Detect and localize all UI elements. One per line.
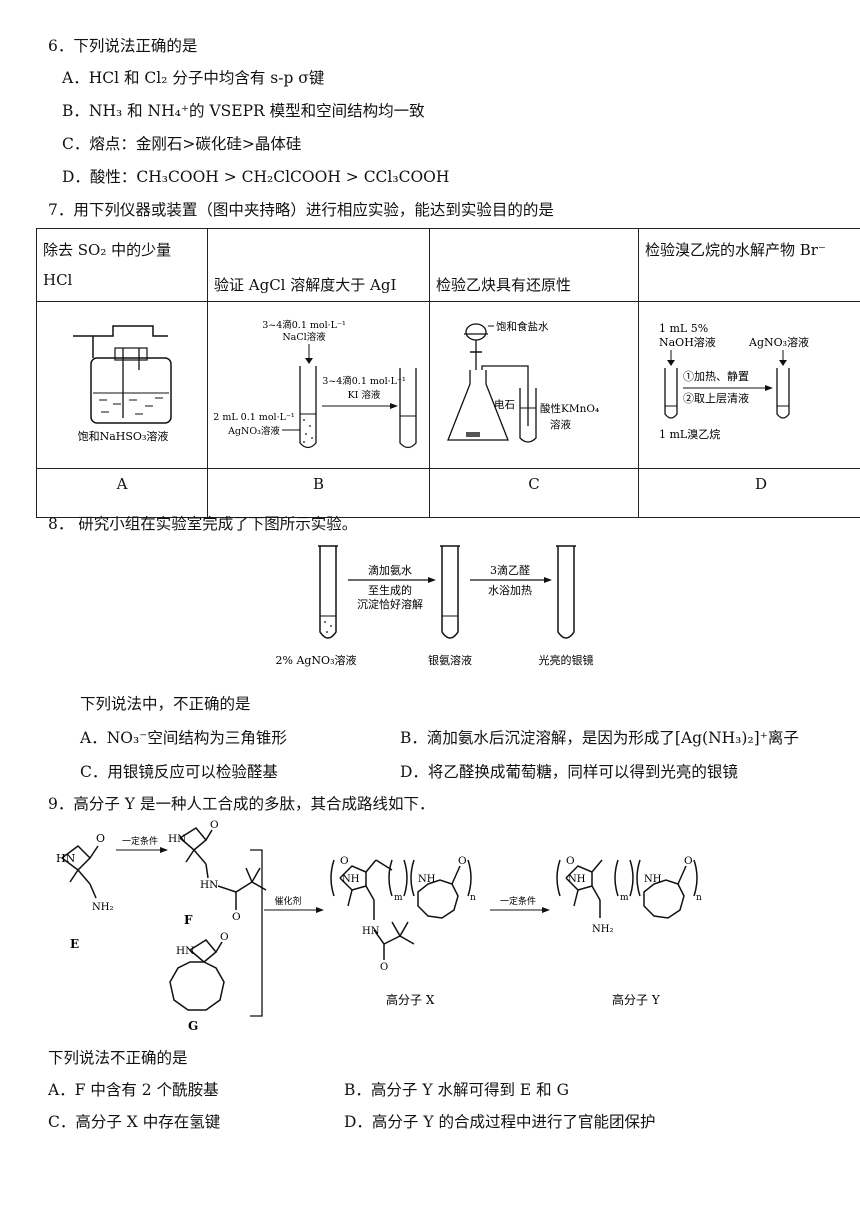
experiment-table: 除去 SO₂ 中的少量 HCl 验证 AgCl 溶解度大于 AgI 检验乙炔具有… xyxy=(36,228,860,518)
label-b-1: 3~4滴0.1 mol·L⁻¹ xyxy=(262,319,346,331)
arrow2-line1: 3滴乙醛 xyxy=(490,563,530,577)
svg-text:n: n xyxy=(470,893,476,903)
q6-option-a: A．HCl 和 Cl₂ 分子中均含有 s-p σ键 xyxy=(62,69,325,87)
apparatus-a: 饱和NaHSO₃溶液 xyxy=(36,301,208,469)
q6-option-b: B．NH₃ 和 NH₄⁺的 VSEPR 模型和空间结构均一致 xyxy=(62,102,425,120)
label-d-5: ②取上层清液 xyxy=(683,391,749,405)
q9-option-c: C．高分子 X 中存在氢键 xyxy=(48,1113,221,1131)
label-b-5: 2 mL 0.1 mol·L⁻¹ xyxy=(214,412,295,423)
label-b-6: AgNO₃溶液 xyxy=(227,425,280,437)
arrow-q9-1: 一定条件 xyxy=(122,835,158,847)
q8-stem: 8． 研究小组在实验室完成了下图所示实验。 xyxy=(48,515,358,533)
silver-mirror-diagram: 滴加氨水 至生成的 沉淀恰好溶解 3滴乙醛 水浴加热 2% AgNO₃溶液 银氨… xyxy=(276,545,594,667)
compound-e: E xyxy=(70,937,79,951)
col-d-title: 检验溴乙烷的水解产物 Br⁻ xyxy=(638,228,860,302)
q8-option-a: A．NO₃⁻空间结构为三角锥形 xyxy=(80,729,287,747)
svg-text:O: O xyxy=(232,911,241,923)
compound-g: G xyxy=(188,1019,198,1033)
arrow1-line1: 滴加氨水 xyxy=(368,563,412,577)
label-a: 饱和NaHSO₃溶液 xyxy=(78,429,169,443)
svg-text:NH₂: NH₂ xyxy=(92,902,113,913)
tube3-label: 光亮的银镜 xyxy=(539,653,594,667)
svg-text:HN: HN xyxy=(362,926,380,937)
label-c-3: 酸性KMnO₄ xyxy=(540,402,599,415)
q8-sub-stem: 下列说法中，不正确的是 xyxy=(80,695,251,713)
apparatus-c: 饱和食盐水 电石 酸性KMnO₄ 溶液 xyxy=(429,301,639,469)
arrow-q9-3: 一定条件 xyxy=(500,895,536,907)
col-b-title: 验证 AgCl 溶解度大于 AgI xyxy=(207,228,430,302)
q8-option-c: C．用银镜反应可以检验醛基 xyxy=(80,763,278,781)
svg-text:O: O xyxy=(96,832,105,845)
col-c-letter: C xyxy=(429,468,639,518)
label-d-4: ①加热、静置 xyxy=(683,369,749,383)
arrow-q9-2: 催化剂 xyxy=(274,895,301,907)
compound-x: 高分子 X xyxy=(386,992,435,1007)
svg-text:m: m xyxy=(620,893,629,903)
label-b-2: NaCl溶液 xyxy=(282,331,326,343)
q6-stem: 6．下列说法正确的是 xyxy=(48,37,198,55)
arrow1-line3: 沉淀恰好溶解 xyxy=(357,597,423,611)
svg-text:NH: NH xyxy=(342,874,360,885)
q9-option-b: B．高分子 Y 水解可得到 E 和 G xyxy=(344,1081,569,1099)
col-d-letter: D xyxy=(638,468,860,518)
col-b-letter: B xyxy=(207,468,430,518)
svg-text:O: O xyxy=(210,820,219,831)
q7-stem: 7．用下列仪器或装置（图中夹持略）进行相应实验，能达到实验目的的是 xyxy=(48,201,554,219)
svg-text:HN: HN xyxy=(200,879,218,891)
label-d-3: AgNO₃溶液 xyxy=(748,335,809,349)
arrow1-line2: 至生成的 xyxy=(368,583,412,597)
col-a-letter: A xyxy=(36,468,208,518)
svg-text:O: O xyxy=(380,962,388,973)
q8-option-d: D．将乙醛换成葡萄糖，同样可以得到光亮的银镜 xyxy=(400,763,738,781)
label-c-2: 电石 xyxy=(494,398,515,411)
svg-text:m: m xyxy=(394,893,403,903)
svg-text:O: O xyxy=(684,855,693,867)
label-c-1: 饱和食盐水 xyxy=(496,320,549,333)
arrow2-line2: 水浴加热 xyxy=(488,584,532,597)
label-d-1: 1 mL 5% xyxy=(659,322,708,335)
compound-y: 高分子 Y xyxy=(612,992,661,1007)
q6-option-c: C．熔点：金刚石>碳化硅>晶体硅 xyxy=(62,135,302,153)
svg-text:HN: HN xyxy=(168,833,186,845)
tube1-label: 2% AgNO₃溶液 xyxy=(276,653,357,667)
q8-option-b: B．滴加氨水后沉淀溶解，是因为形成了[Ag(NH₃)₂]⁺离子 xyxy=(400,729,799,747)
q6-option-d: D．酸性：CH₃COOH > CH₂ClCOOH > CCl₃COOH xyxy=(62,168,450,186)
svg-text:O: O xyxy=(458,855,467,867)
svg-text:n: n xyxy=(696,893,702,903)
svg-text:NH: NH xyxy=(568,874,586,885)
svg-text:O: O xyxy=(220,931,229,943)
svg-text:NH: NH xyxy=(644,874,662,885)
q9-sub-stem: 下列说法不正确的是 xyxy=(48,1049,188,1067)
label-d-2: NaOH溶液 xyxy=(659,335,716,349)
label-c-4: 溶液 xyxy=(550,418,571,431)
apparatus-b: 3~4滴0.1 mol·L⁻¹ NaCl溶液 3~4滴0.1 mol·L⁻¹ K… xyxy=(207,301,430,469)
label-b-3: 3~4滴0.1 mol·L⁻¹ xyxy=(322,375,406,387)
q9-stem: 9．高分子 Y 是一种人工合成的多肽，其合成路线如下． xyxy=(48,795,435,813)
label-d-6: 1 mL溴乙烷 xyxy=(659,427,720,441)
svg-text:O: O xyxy=(340,855,349,867)
q9-option-d: D．高分子 Y 的合成过程中进行了官能团保护 xyxy=(344,1113,656,1131)
tube2-label: 银氨溶液 xyxy=(428,653,472,667)
synthesis-route: HN O NH₂ E 一定条件 HN O HN O F HN O G 催化剂 xyxy=(56,820,702,1033)
apparatus-d: 1 mL 5% NaOH溶液 AgNO₃溶液 ①加热、静置 ②取上层清液 1 m… xyxy=(638,301,860,469)
col-a-title: 除去 SO₂ 中的少量 HCl xyxy=(36,228,208,302)
q9-option-a: A．F 中含有 2 个酰胺基 xyxy=(48,1081,219,1099)
label-b-4: KI 溶液 xyxy=(348,389,381,401)
svg-text:NH: NH xyxy=(418,874,436,885)
svg-text:NH₂: NH₂ xyxy=(592,924,613,935)
svg-text:HN: HN xyxy=(176,945,194,957)
svg-text:HN: HN xyxy=(56,852,76,865)
col-c-title: 检验乙炔具有还原性 xyxy=(429,228,639,302)
compound-f: F xyxy=(184,913,193,927)
svg-text:O: O xyxy=(566,855,575,867)
